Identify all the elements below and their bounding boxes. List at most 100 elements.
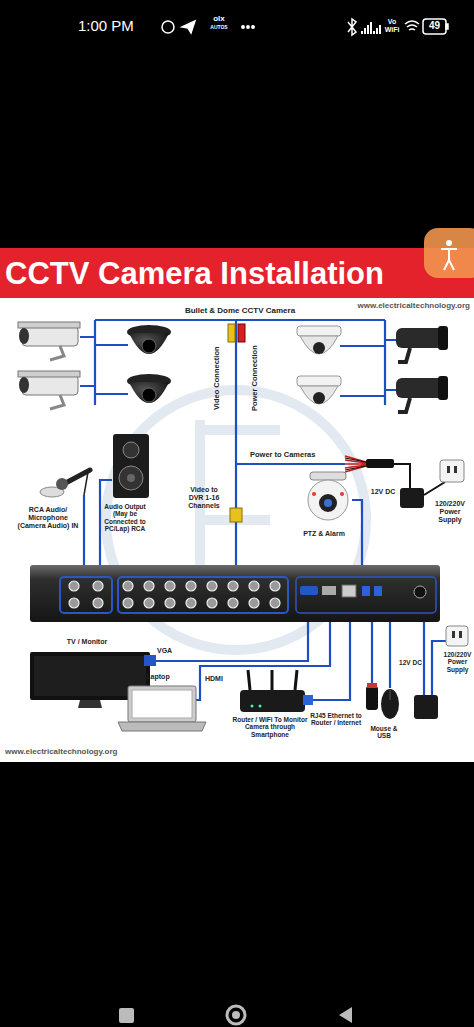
floating-button bbox=[424, 228, 474, 278]
laptop bbox=[128, 686, 196, 722]
power-splitter bbox=[345, 456, 366, 472]
bnc-port bbox=[228, 581, 238, 591]
bullet-camera bbox=[19, 328, 29, 344]
signal-label: Video Connection bbox=[213, 346, 221, 410]
power-adapter bbox=[414, 695, 438, 719]
nav-bar bbox=[227, 1006, 245, 1024]
bullet-camera bbox=[438, 326, 448, 350]
status-icons bbox=[162, 21, 174, 33]
dome-camera bbox=[297, 376, 341, 404]
power-splitter bbox=[394, 464, 410, 488]
router bbox=[240, 670, 305, 712]
status-icons bbox=[446, 24, 448, 29]
ptz-camera bbox=[312, 492, 316, 496]
dvr-recorder bbox=[300, 586, 318, 595]
camera-wires bbox=[235, 320, 237, 565]
mouse bbox=[381, 689, 399, 719]
bullet-camera bbox=[19, 377, 29, 393]
output-wires bbox=[371, 622, 373, 686]
bullet-camera bbox=[22, 326, 78, 346]
cable-label: Power to Cameras bbox=[250, 451, 342, 459]
bnc-port bbox=[123, 598, 133, 608]
port-label: HDMI bbox=[205, 675, 233, 683]
status-time: 1:00 PM bbox=[78, 18, 158, 35]
website-watermark: www.electricaltechnology.org bbox=[5, 748, 155, 757]
bnc-port bbox=[144, 581, 154, 591]
wifi-calling: Vo WiFi bbox=[382, 18, 402, 34]
dvr-recorder bbox=[60, 577, 112, 613]
bullet-camera bbox=[18, 371, 80, 377]
camera-heading: Bullet & Dome CCTV Camera bbox=[168, 307, 312, 316]
bnc-port bbox=[228, 598, 238, 608]
status-icons bbox=[242, 26, 244, 28]
bullet-camera bbox=[398, 398, 410, 412]
dome-camera bbox=[142, 388, 156, 402]
cable-connectors bbox=[230, 508, 242, 522]
title-banner bbox=[0, 248, 474, 298]
floating-button bbox=[441, 249, 457, 270]
mouse bbox=[390, 690, 391, 700]
ptz-camera bbox=[310, 472, 346, 480]
speaker bbox=[119, 466, 143, 490]
power-adapter bbox=[400, 488, 424, 508]
dome-camera bbox=[300, 386, 338, 404]
page-title: CCTV Camera Installation bbox=[5, 258, 384, 289]
ptz-camera bbox=[324, 499, 332, 507]
channel-label: Video to DVR 1-16 Channels bbox=[183, 486, 225, 509]
device-label: Mouse & USB bbox=[364, 725, 404, 740]
dome-camera bbox=[313, 342, 325, 354]
dome-camera bbox=[127, 325, 171, 354]
bullet-camera bbox=[50, 395, 64, 409]
power-adapter bbox=[424, 482, 445, 495]
usb-stick bbox=[366, 686, 378, 710]
cable-connectors bbox=[228, 324, 245, 522]
dome-camera bbox=[297, 326, 341, 354]
bnc-port bbox=[69, 581, 79, 591]
bullet-camera bbox=[396, 378, 444, 398]
floating-button bbox=[446, 240, 452, 246]
output-wires bbox=[150, 622, 308, 661]
vga-plug bbox=[144, 655, 156, 666]
device-label: RCA Audio/ Microphone (Camera Audio) IN bbox=[16, 506, 80, 529]
bullet-camera bbox=[396, 376, 448, 412]
output-wires bbox=[389, 622, 391, 688]
dome-camera bbox=[142, 339, 156, 353]
device-label: PTZ & Alarm bbox=[292, 530, 356, 538]
bnc-port bbox=[270, 598, 280, 608]
bnc-port bbox=[249, 598, 259, 608]
bnc-port bbox=[207, 581, 217, 591]
ptz-camera bbox=[340, 492, 344, 496]
microphone bbox=[56, 478, 68, 490]
bullet-camera bbox=[18, 322, 80, 328]
speaker bbox=[113, 434, 149, 498]
output-wires bbox=[432, 641, 446, 695]
battery-level: 49 bbox=[423, 20, 446, 31]
dvr-recorder bbox=[296, 577, 436, 613]
dome-camera bbox=[129, 333, 169, 354]
camera-wires bbox=[236, 463, 345, 465]
device-label: Audio Output (May be Connected to PC/Lap… bbox=[103, 503, 147, 532]
ptz-camera bbox=[308, 472, 348, 520]
wall-outlet bbox=[446, 626, 468, 646]
bullet-camera bbox=[398, 348, 410, 362]
app-tag: AUTOS bbox=[204, 25, 234, 31]
mouse bbox=[381, 689, 399, 719]
dvr-recorder bbox=[322, 586, 336, 595]
device-label: TV / Monitor bbox=[45, 638, 129, 646]
laptop bbox=[132, 690, 192, 718]
wall-outlet bbox=[459, 631, 462, 638]
bullet-camera bbox=[396, 328, 444, 348]
router bbox=[259, 705, 262, 708]
microphone bbox=[40, 470, 90, 497]
bullet-camera bbox=[438, 376, 448, 400]
microphone bbox=[84, 472, 88, 495]
bnc-port bbox=[69, 598, 79, 608]
voltage-label: 12V DC bbox=[399, 659, 422, 666]
camera-wires bbox=[80, 320, 396, 578]
speaker bbox=[127, 474, 135, 482]
power-adapter bbox=[447, 466, 450, 473]
nav-bar bbox=[119, 1008, 134, 1023]
